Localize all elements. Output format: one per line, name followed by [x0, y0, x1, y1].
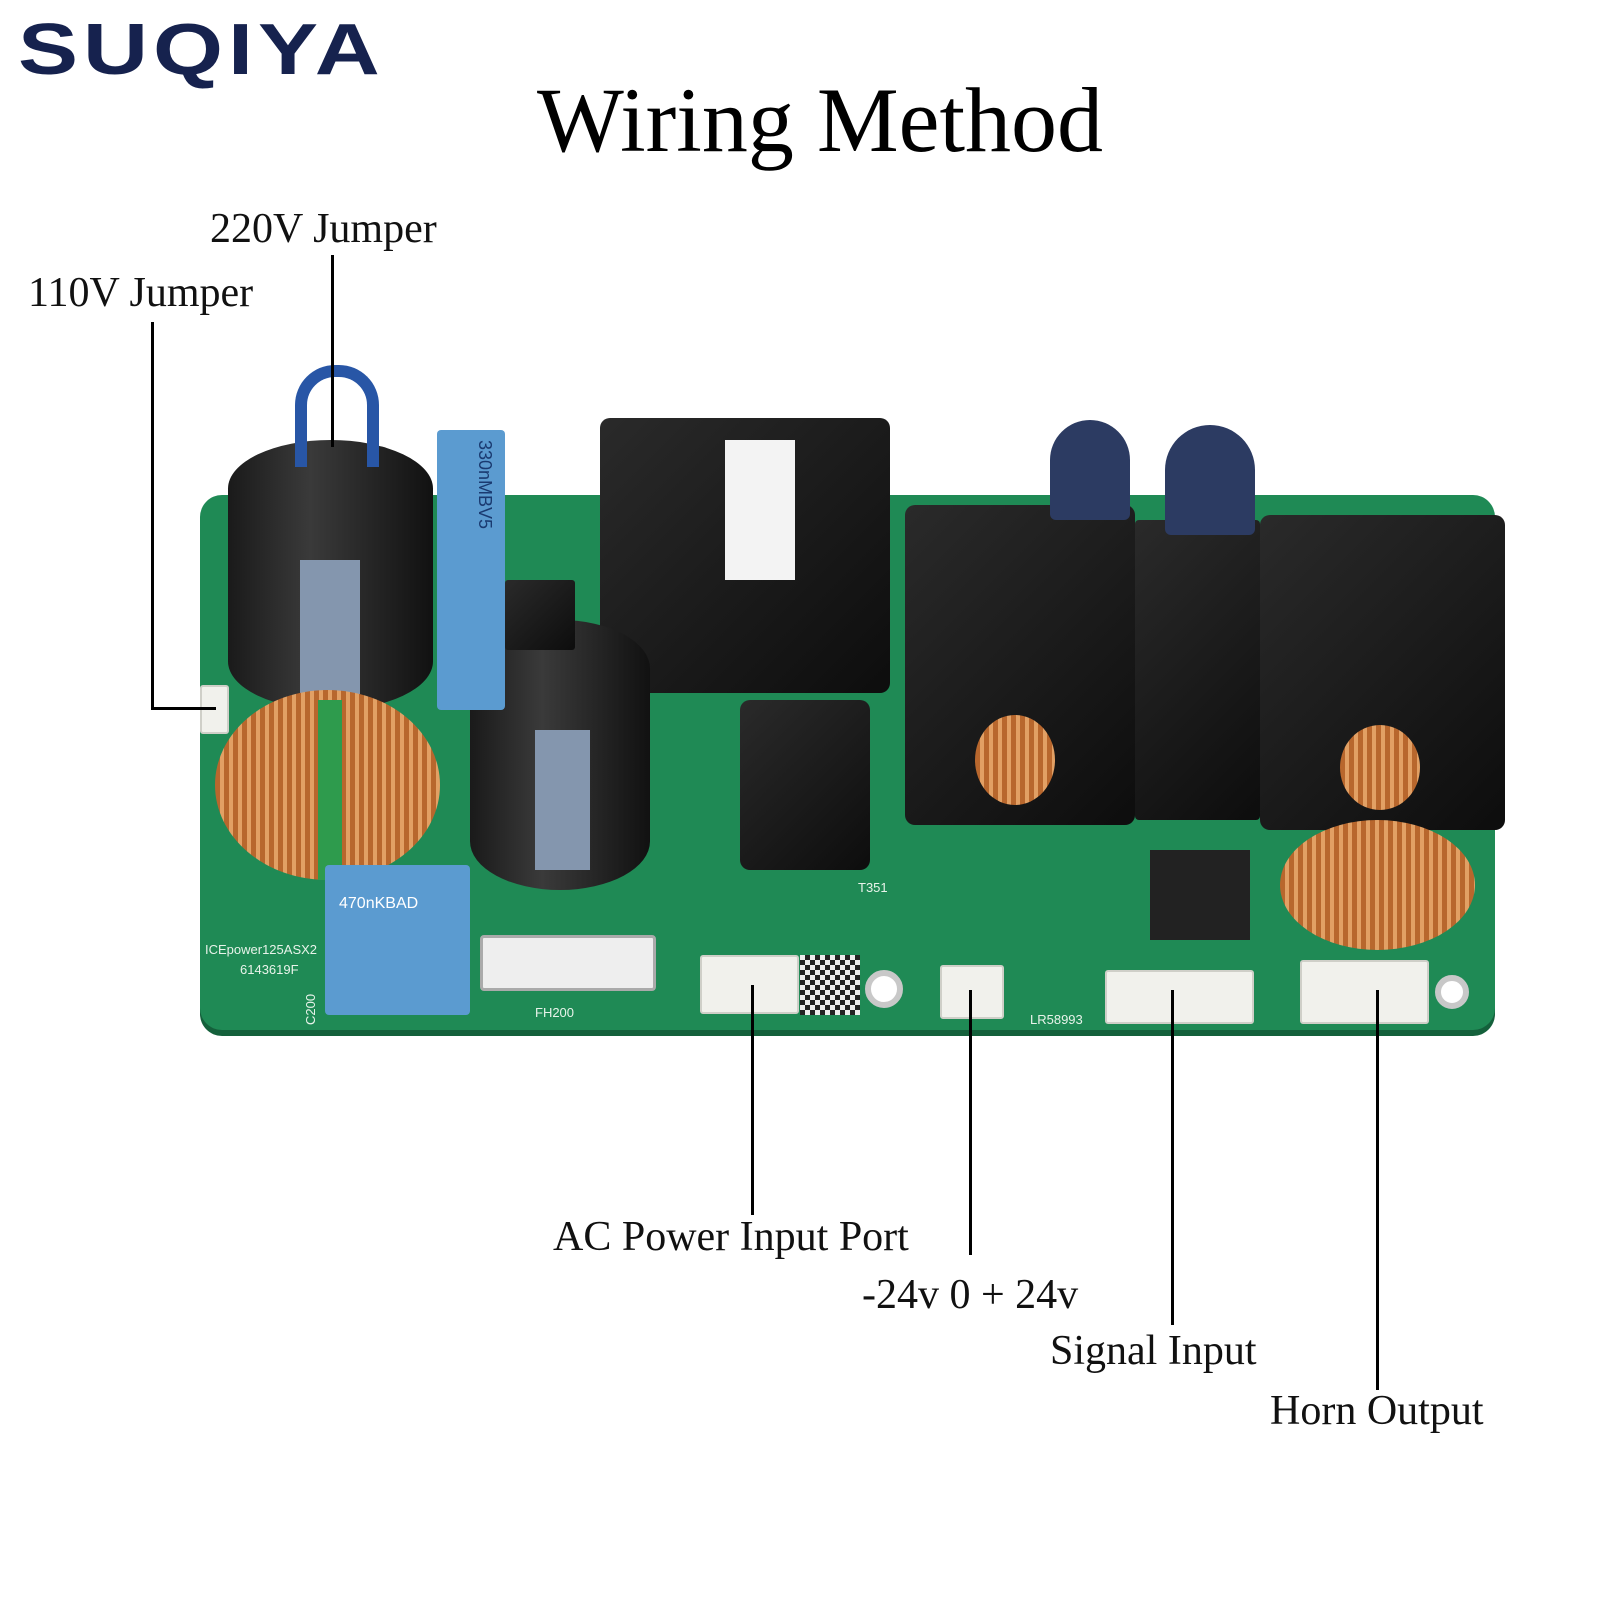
- capacitor-sleeve-1: [300, 560, 360, 710]
- controller-ic: [1150, 850, 1250, 940]
- leader-line-110v: [151, 322, 154, 710]
- transformer-ref-marking: T351: [858, 880, 888, 895]
- cap-ref-marking: C200: [303, 993, 318, 1025]
- callout-220v-jumper: 220V Jumper: [210, 206, 437, 252]
- callout-dc-supply: -24v 0 + 24v: [862, 1272, 1079, 1318]
- board-serial-marking: 6143619F: [240, 962, 299, 977]
- callout-horn-output: Horn Output: [1270, 1388, 1484, 1434]
- cert-marking: LR58993: [1030, 1012, 1083, 1027]
- fuse: [480, 935, 656, 991]
- callout-ac-power-input: AC Power Input Port: [553, 1214, 909, 1260]
- aux-transformer: [740, 700, 870, 870]
- mount-hole: [1435, 975, 1469, 1009]
- ac-power-connector: [700, 955, 799, 1014]
- leader-line-220v: [331, 255, 334, 447]
- film-capacitor-330n: [437, 430, 505, 710]
- capacitor-small-1: [1050, 420, 1130, 520]
- brand-logo: SUQIYA: [18, 10, 385, 90]
- horn-output-connector: [1300, 960, 1429, 1024]
- qr-code: [800, 955, 860, 1015]
- output-inductor-right: [1340, 725, 1420, 810]
- board-model-marking: ICEpower125ASX2: [205, 942, 318, 957]
- film-cap2-marking: 330nMBV5: [475, 440, 495, 530]
- leader-line-horn-output: [1376, 990, 1379, 1390]
- film-capacitor-470n: 470nKBAD: [325, 865, 470, 1015]
- leader-line-dc-supply: [969, 990, 972, 1255]
- leader-line-ac-power: [751, 985, 754, 1215]
- capacitor-small-2: [1165, 425, 1255, 535]
- fuse-marking: FH200: [535, 1005, 575, 1020]
- capacitor-sleeve-2: [535, 730, 590, 870]
- heatsink-center: [1135, 520, 1260, 820]
- regulator-chip: [505, 580, 575, 650]
- leader-line-signal-input: [1171, 990, 1174, 1325]
- transformer-label: [725, 440, 795, 580]
- jumper-wire-220v: [295, 365, 379, 467]
- film-cap-marking: 470nKBAD: [339, 895, 419, 912]
- output-inductor-left: [975, 715, 1055, 805]
- dc-supply-connector: [940, 965, 1004, 1019]
- signal-input-connector: [1105, 970, 1254, 1024]
- page-title: Wiring Method: [536, 69, 1104, 171]
- choke-divider: [318, 700, 342, 880]
- callout-110v-jumper: 110V Jumper: [28, 270, 254, 316]
- callout-signal-input: Signal Input: [1050, 1328, 1257, 1374]
- leader-line-110v-horizontal: [151, 707, 216, 710]
- output-filter-toroid: [1280, 820, 1475, 950]
- mount-hole: [865, 970, 903, 1008]
